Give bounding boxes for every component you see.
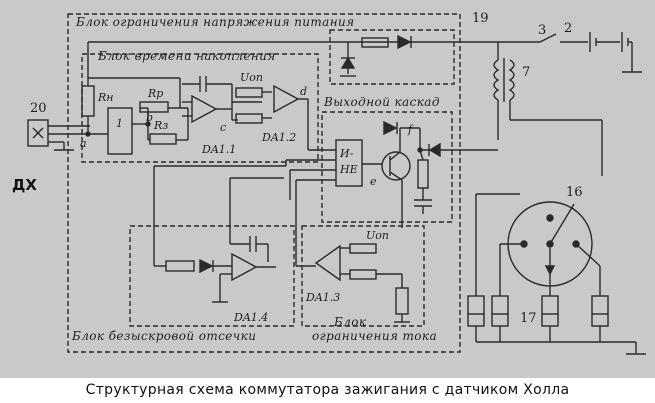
output-stage-block-border	[321, 111, 453, 223]
label-da14: DA1.4	[234, 311, 269, 324]
opamp-da12	[273, 84, 300, 114]
nand-label-line1: И-	[340, 147, 354, 160]
label-rz: Rз	[154, 119, 169, 132]
gate-input-label: 1	[116, 117, 123, 130]
node-e: e	[370, 175, 377, 188]
resistor-rz	[149, 133, 177, 145]
nand-gate	[335, 139, 363, 187]
ref-19: 19	[472, 11, 489, 26]
ref-3: 3	[538, 23, 547, 38]
node-f: f	[408, 123, 413, 136]
label-da11: DA1.1	[202, 143, 237, 156]
limiter-zener	[340, 56, 356, 69]
sparkless-cutoff-title: Блок безыскровой отсечки	[72, 329, 257, 343]
voltage-limit-block-border	[67, 13, 461, 353]
resistor-uop	[235, 87, 263, 98]
hall-sensor-label: ДХ	[12, 176, 37, 194]
storage-time-block-title: Блок времени накопления	[98, 49, 276, 63]
label-uop-bottom: Uоп	[366, 229, 389, 242]
sense-resistor	[395, 287, 409, 315]
ref-17: 17	[520, 311, 537, 326]
hall-sensor-box	[27, 119, 49, 147]
figure-caption: Структурная схема коммутатора зажигания …	[85, 382, 570, 398]
node-d: d	[300, 85, 308, 98]
supply-limiter-border	[329, 29, 455, 85]
voltage-limit-block-title: Блок ограничения напряжения питания	[76, 15, 355, 29]
nand-label-line2: НЕ	[340, 163, 358, 176]
resistor-rn	[81, 85, 95, 117]
output-stage-title: Выходной каскад	[324, 95, 440, 109]
schematic-scan: Блок ограничения напряжения питания Блок…	[0, 0, 655, 378]
output-transistor	[381, 151, 411, 181]
limiter-diode	[397, 34, 412, 50]
spark-plugs	[467, 295, 609, 327]
opamp-da13	[314, 244, 341, 282]
current-limit-block-border	[301, 225, 425, 327]
label-rn: Rн	[98, 91, 114, 104]
current-limit-title-line2: ограничения тока	[312, 329, 438, 343]
ref-20: 20	[30, 101, 47, 116]
node-a: a	[80, 137, 87, 150]
label-da12: DA1.2	[262, 131, 297, 144]
ref-2: 2	[564, 21, 573, 36]
node-c: c	[220, 121, 227, 134]
limiter-resistor	[361, 37, 389, 48]
cutoff-resistor	[165, 260, 195, 272]
resistor-rp	[139, 101, 169, 113]
ref-16: 16	[566, 185, 583, 200]
coil-secondary	[508, 59, 515, 101]
label-uop-top: Uоп	[240, 71, 263, 84]
schematic-drawing	[27, 13, 646, 355]
sparkless-cutoff-block-border	[129, 225, 295, 327]
opamp-da14	[231, 252, 258, 282]
ref-7: 7	[522, 65, 531, 80]
caption-bar: Структурная схема коммутатора зажигания …	[0, 378, 655, 403]
input-gate-1	[107, 107, 133, 155]
opamp-da11	[191, 94, 218, 124]
label-rp: Rp	[148, 87, 164, 100]
label-da13: DA1.3	[306, 291, 341, 304]
coil-primary	[493, 59, 500, 101]
node-b: b	[146, 111, 154, 124]
current-limit-title-line1: Блок	[334, 315, 367, 329]
